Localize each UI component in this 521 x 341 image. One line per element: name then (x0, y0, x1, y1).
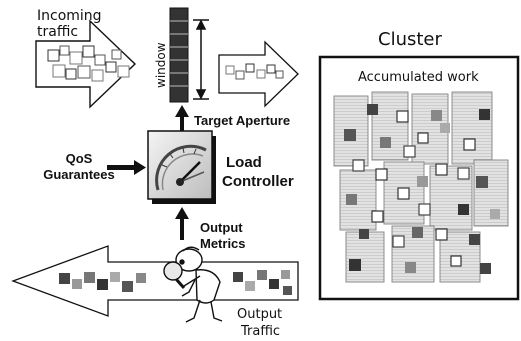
window-size-bracket (193, 19, 209, 100)
output-metrics-label-line1: Output (200, 220, 243, 235)
qos-arrow (107, 160, 146, 175)
incoming-traffic-label-line1: Incoming (37, 8, 102, 24)
cluster-title: Cluster (378, 29, 442, 50)
load-controller-label-line1: Load (226, 154, 262, 171)
accumulated-work-label: Accumulated work (358, 70, 479, 85)
output-traffic-arrow (11, 245, 299, 317)
window-label: window (154, 42, 168, 88)
incoming-packets (47, 45, 130, 82)
incoming-traffic-label-line2: traffic (37, 24, 78, 40)
qos-label-line2: Guarantees (43, 167, 115, 182)
server-rack-stack-icon (333, 91, 509, 283)
output-metrics-label-line2: Metrics (200, 236, 246, 251)
metrics-arrow (175, 207, 189, 240)
load-controller-label-line2: Controller (222, 173, 294, 190)
output-traffic-label-line1: Output (237, 307, 282, 322)
gauge-icon (147, 130, 216, 204)
target-aperture-label: Target Aperture (194, 113, 290, 128)
output-packets (59, 270, 292, 295)
qos-label-line1: QoS (66, 151, 93, 166)
accumulated-work-items (344, 104, 500, 274)
window-queue (169, 7, 189, 103)
incoming-traffic-arrow (35, 19, 137, 109)
admitted-traffic-arrow (218, 40, 299, 108)
aperture-arrow (175, 105, 189, 134)
observer-icon (163, 246, 223, 323)
output-traffic-label-line2: Traffic (240, 324, 280, 339)
